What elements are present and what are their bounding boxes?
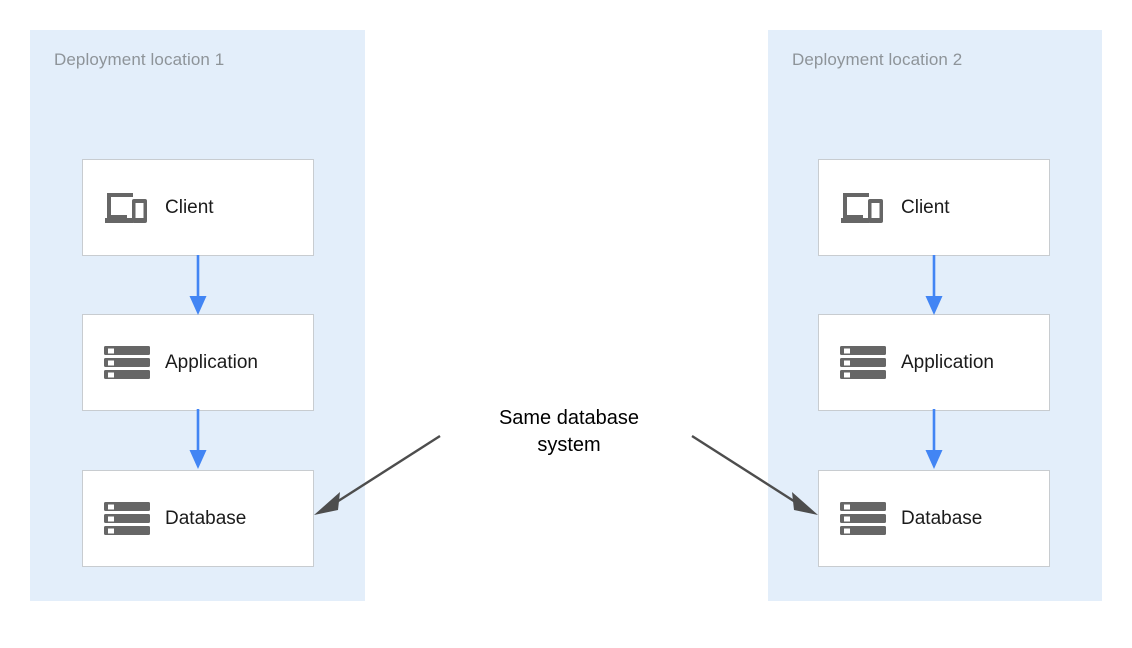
node-client-2-label: Client: [901, 196, 950, 218]
node-database-2[interactable]: Database: [818, 470, 1050, 567]
node-application-1[interactable]: Application: [82, 314, 314, 411]
node-application-2-label: Application: [901, 351, 994, 373]
node-client-1[interactable]: Client: [82, 159, 314, 256]
node-database-1-label: Database: [165, 507, 247, 529]
node-client-2[interactable]: Client: [818, 159, 1050, 256]
annotation-line-2: system: [537, 434, 601, 456]
group-2-label: Deployment location 2: [792, 50, 963, 69]
devices-icon: [837, 186, 889, 230]
server-stack-icon: [101, 497, 153, 541]
server-stack-icon: [837, 341, 889, 385]
server-stack-icon: [837, 497, 889, 541]
connector-client-to-application-2: [925, 255, 943, 315]
node-application-1-label: Application: [165, 351, 258, 373]
node-application-2[interactable]: Application: [818, 314, 1050, 411]
group-1-label: Deployment location 1: [54, 50, 225, 69]
node-client-1-label: Client: [165, 196, 214, 218]
annotation-same-database-system: Same database system: [449, 405, 689, 459]
node-database-2-label: Database: [901, 507, 983, 529]
server-stack-icon: [101, 341, 153, 385]
annotation-line-1: Same database: [498, 407, 640, 429]
devices-icon: [101, 186, 153, 230]
connector-application-to-database-2: [925, 409, 943, 469]
connector-application-to-database-1: [189, 409, 207, 469]
connector-client-to-application-1: [189, 255, 207, 315]
node-database-1[interactable]: Database: [82, 470, 314, 567]
